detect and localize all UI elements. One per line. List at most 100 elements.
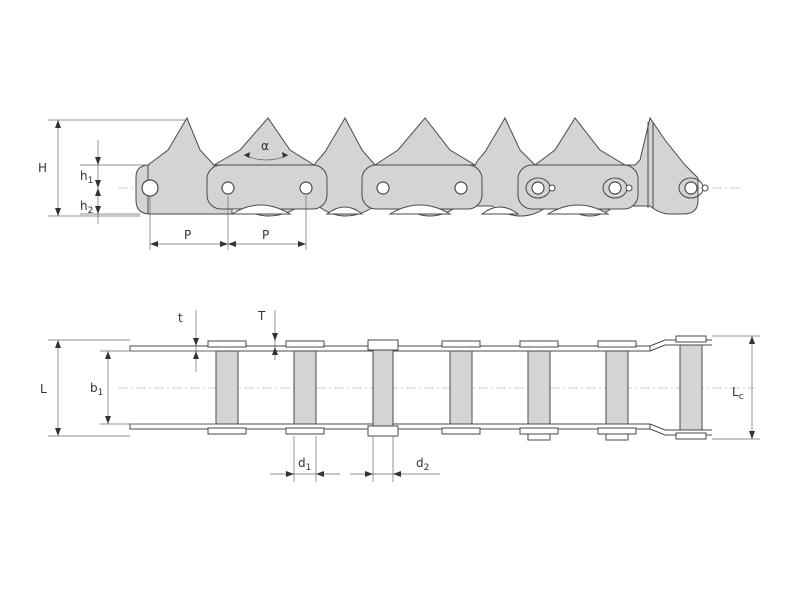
- h1-arrow-a: [95, 157, 101, 165]
- Lc-label-sub: c: [739, 392, 744, 402]
- side-pin-hole-1: [141, 179, 159, 197]
- roller-5-body: [527, 350, 551, 425]
- alpha-label: α: [261, 139, 269, 153]
- h2-label-sub: 2: [88, 206, 94, 216]
- roller-6-cap-bottom: [597, 427, 637, 435]
- side-pin-hole-5: [454, 181, 468, 195]
- h2-arrow-b: [95, 206, 101, 214]
- roller-3-body: [372, 339, 394, 437]
- roller-6-body: [605, 350, 629, 425]
- roller-7-cap-bottom: [675, 432, 707, 440]
- side-clip-eye-1: [548, 184, 556, 192]
- side-pin-hole-8: [684, 181, 698, 195]
- h1-label-main: h: [80, 169, 88, 183]
- side-scallop-1: [230, 204, 292, 215]
- side-tooth-set-b: [373, 117, 477, 166]
- roller-2-cap-bottom: [285, 427, 325, 435]
- H-arrow-bottom: [55, 208, 61, 216]
- roller-6-cap-top: [597, 340, 637, 348]
- d1-label-sub: 1: [306, 463, 312, 473]
- side-scallop-3: [388, 204, 452, 215]
- roller-6-clip: [605, 433, 629, 441]
- alpha-arrow-right: [282, 152, 288, 158]
- side-view: α H h1 h2 P P: [38, 116, 740, 250]
- roller-2-body: [293, 350, 317, 425]
- roller-3: [367, 339, 399, 437]
- P-arrow-1: [150, 241, 158, 247]
- b1-label-sub: 1: [98, 388, 104, 398]
- side-clip-eye-3: [701, 184, 709, 192]
- d2-label-sub: 2: [424, 463, 430, 473]
- h2-arrow-a: [95, 188, 101, 196]
- side-pin-hole-3: [299, 181, 313, 195]
- roller-4-cap-top: [441, 340, 481, 348]
- b1-arrow-bottom: [105, 416, 111, 424]
- P-arrow-4: [298, 241, 306, 247]
- d1-label: d1: [298, 456, 311, 473]
- d1-label-main: d: [298, 456, 306, 470]
- H-arrow-top: [55, 120, 61, 128]
- h1-label: h1: [80, 169, 93, 186]
- roller-1-cap-bottom: [207, 427, 247, 435]
- side-pin-hole-6: [531, 181, 545, 195]
- side-pin-hole-4: [376, 181, 390, 195]
- L-arrow-top: [55, 340, 61, 348]
- Lc-label: Lc: [732, 385, 744, 402]
- t-label: t: [178, 311, 183, 325]
- roller-5-clip: [527, 433, 551, 441]
- t-arrow-top: [193, 338, 199, 346]
- b1-arrow-top: [105, 351, 111, 359]
- roller-1-cap-top: [207, 340, 247, 348]
- roller-5: [519, 340, 559, 441]
- Lc-label-main: L: [732, 385, 739, 399]
- d2-arrow-left: [365, 471, 373, 477]
- roller-1: [207, 340, 247, 435]
- P-arrow-2: [220, 241, 228, 247]
- T-arrow-bottom: [272, 347, 278, 355]
- d1-arrow-left: [286, 471, 294, 477]
- alpha-arrow-left: [244, 152, 250, 158]
- P-label-1: P: [184, 228, 191, 242]
- d2-label-main: d: [416, 456, 424, 470]
- roller-6: [597, 340, 637, 441]
- roller-2: [285, 340, 325, 435]
- side-scallop-2: [325, 206, 364, 215]
- roller-1-body: [215, 350, 239, 425]
- top-view: t T L b1 Lc d1: [40, 309, 760, 482]
- roller-7-cap-top: [675, 335, 707, 343]
- T-label: T: [257, 309, 266, 323]
- h1-label-sub: 1: [88, 176, 94, 186]
- side-pin-hole-7: [608, 181, 622, 195]
- T-arrow-top: [272, 333, 278, 341]
- side-tooth-set-c: [533, 117, 627, 166]
- H-label: H: [38, 161, 47, 175]
- h2-label-main: h: [80, 199, 88, 213]
- roller-3-cap-top: [367, 339, 399, 351]
- d2-label: d2: [416, 456, 429, 473]
- d2-arrow-right: [393, 471, 401, 477]
- b1-label-main: b: [90, 381, 98, 395]
- Lc-arrow-bottom: [749, 431, 755, 439]
- roller-2-cap-top: [285, 340, 325, 348]
- h2-label: h2: [80, 199, 93, 216]
- side-pin-hole-2: [221, 181, 235, 195]
- roller-4-body: [449, 350, 473, 425]
- side-clip-eye-2: [625, 184, 633, 192]
- roller-5-cap-bottom: [519, 427, 559, 435]
- roller-7: [675, 335, 707, 440]
- side-scallop-5: [546, 204, 610, 215]
- roller-4: [441, 340, 481, 435]
- d1-arrow-right: [316, 471, 324, 477]
- roller-7-body: [679, 344, 703, 431]
- roller-3-cap-bottom: [367, 425, 399, 437]
- h1-arrow-b: [95, 180, 101, 188]
- L-arrow-bottom: [55, 428, 61, 436]
- P-label-2: P: [262, 228, 269, 242]
- t-arrow-bottom: [193, 351, 199, 359]
- L-label: L: [40, 382, 47, 396]
- roller-5-cap-top: [519, 340, 559, 348]
- Lc-arrow-top: [749, 336, 755, 344]
- side-scallop-4: [480, 206, 520, 215]
- P-arrow-3: [228, 241, 236, 247]
